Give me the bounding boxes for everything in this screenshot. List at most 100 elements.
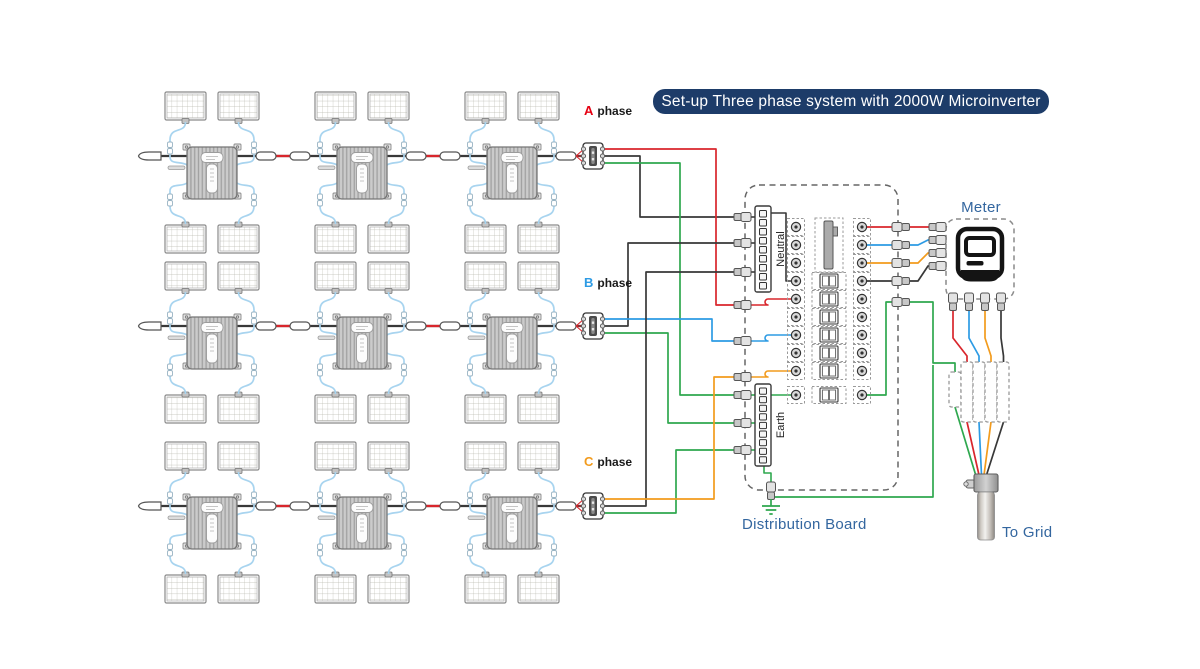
gland-nut bbox=[901, 241, 910, 249]
inverter-label-text bbox=[206, 326, 218, 330]
solar-panel bbox=[217, 391, 260, 424]
mount-tab-screw bbox=[184, 495, 189, 499]
solar-panel bbox=[517, 441, 560, 474]
gland-nut bbox=[901, 277, 910, 285]
gland-nut bbox=[997, 302, 1005, 311]
terminal-screw-dot bbox=[794, 279, 798, 283]
solar-panel-cells bbox=[219, 93, 258, 119]
solar-panel-cells bbox=[369, 443, 408, 469]
phase-word: phase bbox=[597, 455, 633, 469]
solar-panel-cells bbox=[519, 576, 558, 602]
inverter-antenna bbox=[467, 165, 486, 170]
dc-connector bbox=[167, 318, 173, 325]
gland-nut bbox=[733, 213, 742, 221]
wire-c-live bbox=[603, 376, 741, 500]
gland-body bbox=[996, 292, 1006, 304]
cable-gland bbox=[891, 297, 910, 307]
trunk-connector bbox=[555, 501, 577, 511]
meter bbox=[928, 218, 1015, 476]
neutral-bus-terminal bbox=[759, 255, 767, 263]
dc-connector bbox=[167, 200, 173, 207]
breaker-pole bbox=[822, 293, 829, 305]
solar-panel-cells bbox=[316, 93, 355, 119]
solar-panel-cells bbox=[219, 263, 258, 289]
breaker-pole bbox=[822, 329, 829, 341]
wire-a-live bbox=[603, 148, 741, 306]
trunk-connector bbox=[289, 501, 311, 511]
meter-icon bbox=[955, 226, 1005, 282]
solar-panel bbox=[314, 441, 357, 474]
solar-panel-cells bbox=[369, 263, 408, 289]
phase-wires bbox=[603, 148, 741, 514]
junction-terminal-strip bbox=[591, 318, 595, 334]
mount-tab-screw bbox=[334, 145, 339, 149]
solar-panel-cells bbox=[519, 396, 558, 422]
trunk-connector bbox=[255, 151, 277, 161]
mount-tab-screw bbox=[535, 145, 540, 149]
wire-meter-grid-neutral bbox=[985, 303, 1005, 476]
breaker-pole bbox=[829, 347, 836, 359]
breaker-pole bbox=[829, 365, 836, 377]
trunk-connector bbox=[439, 151, 461, 161]
breaker-pole bbox=[822, 275, 829, 287]
solar-panel bbox=[314, 391, 357, 424]
dc-connector bbox=[317, 370, 323, 377]
junction-screw bbox=[599, 160, 606, 166]
dc-connector bbox=[317, 363, 323, 370]
dc-connector bbox=[251, 148, 257, 155]
dc-connector bbox=[251, 491, 257, 498]
gland-nut bbox=[733, 446, 742, 454]
terminal-cell bbox=[853, 326, 871, 344]
gland-nut bbox=[767, 491, 775, 500]
solar-panel bbox=[367, 261, 410, 294]
dc-connector bbox=[551, 363, 557, 370]
terminal-cell bbox=[787, 386, 805, 404]
cable-gland bbox=[733, 445, 752, 455]
dc-connector bbox=[251, 498, 257, 505]
inverter-antenna bbox=[467, 335, 486, 340]
dc-connector bbox=[551, 193, 557, 200]
earth-bus-terminal bbox=[759, 430, 767, 438]
earth-to-ground bbox=[763, 466, 772, 482]
gland-body bbox=[935, 248, 947, 258]
inverter-label-strip bbox=[506, 333, 518, 364]
dc-connector bbox=[401, 311, 407, 318]
inverter-label-tab bbox=[200, 502, 224, 513]
gland-nut bbox=[733, 301, 742, 309]
solar-panel-cells bbox=[219, 226, 258, 252]
dc-connector bbox=[551, 498, 557, 505]
dc-connector bbox=[401, 141, 407, 148]
gland-nut bbox=[981, 302, 989, 311]
cable-gland bbox=[733, 336, 752, 346]
solar-panel-cells bbox=[369, 396, 408, 422]
breaker-cell bbox=[811, 386, 847, 404]
solar-panel bbox=[517, 391, 560, 424]
gland-body bbox=[891, 222, 903, 232]
inverter-label-strip bbox=[506, 513, 518, 544]
inverter-strip-text bbox=[510, 338, 514, 352]
terminal-screw-dot bbox=[860, 279, 864, 283]
inverter-strip-text bbox=[210, 518, 214, 532]
cable-gland bbox=[766, 481, 776, 500]
dc-connector bbox=[467, 543, 473, 550]
terminal-screw-dot bbox=[794, 297, 798, 301]
dc-connector bbox=[401, 550, 407, 557]
mount-tab-screw bbox=[484, 145, 489, 149]
solar-panel bbox=[517, 261, 560, 294]
terminal-screw-dot bbox=[794, 315, 798, 319]
gland-body bbox=[948, 292, 958, 304]
dc-connector bbox=[551, 370, 557, 377]
trunk-connector bbox=[555, 151, 577, 161]
neutral-bus-terminal bbox=[759, 264, 767, 272]
solar-panel bbox=[314, 261, 357, 294]
phase-letter: A bbox=[584, 103, 594, 118]
junction-tick bbox=[591, 321, 595, 324]
solar-panel bbox=[164, 91, 207, 124]
dc-connector bbox=[467, 193, 473, 200]
conduit bbox=[948, 371, 962, 408]
neutral-bus-terminal bbox=[759, 237, 767, 245]
wire-c-earth bbox=[603, 449, 741, 514]
conduit bbox=[996, 361, 1010, 423]
